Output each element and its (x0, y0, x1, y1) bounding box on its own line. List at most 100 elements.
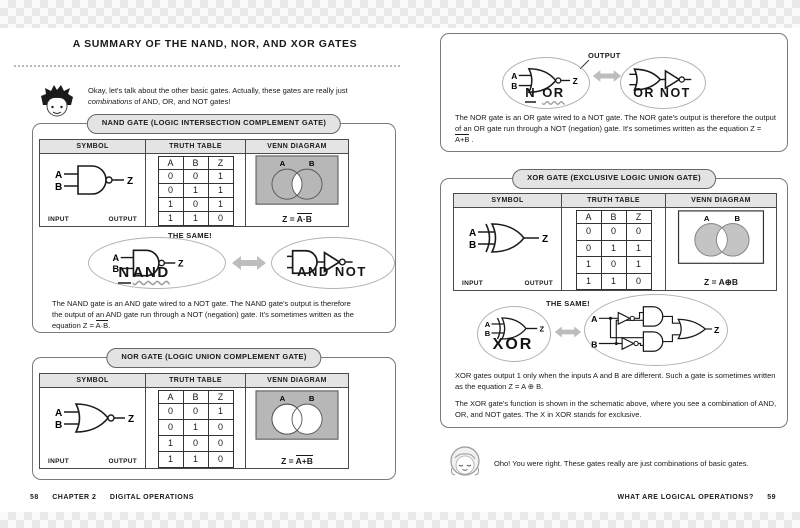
closing-speech: Oho! You were right. These gates really … (494, 459, 749, 468)
input-label: INPUT (48, 458, 69, 465)
output-callout: OUTPUT (588, 51, 621, 60)
truth-header-cell: Z (207, 390, 234, 404)
truth-cell: 0 (182, 197, 209, 212)
truth-cell: 0 (157, 419, 184, 436)
boy-avatar (38, 84, 76, 122)
xor-venn-icon: A B (677, 210, 765, 264)
column-header-venn-diagram: VENN DIAGRAM (666, 194, 776, 208)
and-not-gates-icon (287, 249, 353, 275)
column-header-truth-table: TRUTH TABLE (146, 374, 246, 388)
girl-avatar (446, 444, 484, 482)
truth-cell: 0 (207, 419, 234, 436)
truth-header-cell: A (157, 390, 184, 404)
xor-hand-label: XOR (492, 336, 534, 353)
svg-text:A: A (55, 408, 62, 419)
equivalence-arrow-icon (592, 70, 622, 82)
nand-bubble (88, 237, 226, 289)
truth-cell: 1 (207, 403, 234, 420)
nand-venn-cell: A B Z = A·B (246, 154, 348, 226)
nor-table: SYMBOL TRUTH TABLE VENN DIAGRAM A B Z IN… (39, 373, 349, 469)
truth-cell: 0 (625, 272, 652, 290)
xor-same-label: THE SAME! (546, 299, 590, 308)
equivalence-arrow-icon (554, 326, 582, 338)
truth-cell: 1 (182, 183, 209, 198)
svg-text:B: B (55, 182, 62, 193)
column-header-symbol: SYMBOL (40, 374, 146, 388)
xor-gate-icon: A B Z (485, 317, 545, 340)
page-number: 59 (767, 494, 776, 501)
svg-text:A: A (511, 71, 517, 81)
svg-text:A: A (485, 320, 491, 329)
and-not-bubble (271, 237, 395, 289)
boy-avatar-icon (41, 85, 73, 117)
nand-symbol-cell: A B Z INPUT OUTPUT (40, 154, 146, 226)
truth-cell: 0 (182, 169, 209, 184)
column-header-truth-table: TRUTH TABLE (562, 194, 666, 208)
xor-venn-cell: A B Z = A⊕B (666, 208, 776, 290)
truth-cell: 1 (182, 451, 209, 468)
truth-cell: 0 (157, 169, 184, 184)
io-labels: INPUT OUTPUT (48, 458, 137, 465)
xor-symbol-cell: A B Z INPUT OUTPUT (454, 208, 562, 290)
svg-text:A: A (113, 253, 120, 263)
truth-header-cell: B (182, 390, 209, 404)
svg-text:Z: Z (128, 414, 134, 425)
nor-section-header: NOR GATE (LOGIC UNION COMPLEMENT GATE) (106, 348, 322, 368)
left-page-footer: 58 CHAPTER 2 DIGITAL OPERATIONS (30, 494, 194, 501)
xor-equation: Z = A⊕B (704, 277, 738, 287)
right-page-footer: WHAT ARE LOGICAL OPERATIONS? 59 (440, 494, 776, 501)
chapter-title: DIGITAL OPERATIONS (109, 494, 194, 501)
xor-table: SYMBOL TRUTH TABLE VENN DIAGRAM A B Z IN… (453, 193, 777, 291)
truth-header-cell: Z (625, 210, 652, 224)
chapter-label: CHAPTER 2 (52, 494, 97, 501)
svg-text:A: A (280, 394, 286, 403)
truth-cell: 1 (600, 239, 627, 257)
truth-cell: 1 (157, 197, 184, 212)
nand-venn-icon: A B (255, 155, 339, 205)
intro-italic: combinations (88, 96, 133, 106)
intro-speech: Okay, let's talk about the other basic g… (88, 86, 390, 108)
svg-text:Z: Z (542, 234, 548, 245)
nor-section-box: NOR GATE (LOGIC UNION COMPLEMENT GATE) S… (32, 348, 396, 480)
truth-cell: 1 (575, 256, 602, 274)
truth-cell: 0 (575, 223, 602, 241)
column-header-symbol: SYMBOL (454, 194, 562, 208)
output-label: OUTPUT (108, 216, 137, 223)
or-not-bubble (620, 57, 706, 109)
dotted-divider (14, 65, 400, 67)
xor-description-1: XOR gates output 1 only when the inputs … (455, 371, 776, 391)
checker-strip-top (0, 0, 800, 28)
truth-cell: 0 (625, 223, 652, 241)
svg-text:B: B (511, 81, 517, 91)
nand-section-header: NAND GATE (LOGIC INTERSECTION COMPLEMENT… (86, 114, 342, 134)
nand-table: SYMBOL TRUTH TABLE VENN DIAGRAM A B Z IN… (39, 139, 349, 227)
and-not-hand-label: AND NOT (297, 264, 367, 279)
nand-gate-icon: A B Z (113, 249, 184, 277)
xor-section-box: XOR GATE (EXCLUSIVE LOGIC UNION GATE) SY… (440, 169, 788, 428)
io-labels: INPUT OUTPUT (462, 280, 553, 287)
svg-text:B: B (735, 214, 741, 223)
truth-cell: 1 (600, 272, 627, 290)
checker-strip-bottom (0, 512, 800, 528)
nor-gate-icon: A B Z (511, 67, 578, 94)
column-header-venn-diagram: VENN DIAGRAM (246, 140, 348, 154)
truth-cell: 1 (207, 169, 234, 184)
svg-text:A: A (704, 214, 710, 223)
truth-header-cell: A (157, 156, 184, 170)
truth-cell: 0 (207, 451, 234, 468)
girl-avatar-icon (450, 446, 480, 476)
section-title: WHAT ARE LOGICAL OPERATIONS? (617, 494, 754, 501)
svg-text:B: B (113, 264, 120, 274)
column-header-venn-diagram: VENN DIAGRAM (246, 374, 348, 388)
nand-description: The NAND gate is an AND gate wired to a … (52, 299, 354, 330)
